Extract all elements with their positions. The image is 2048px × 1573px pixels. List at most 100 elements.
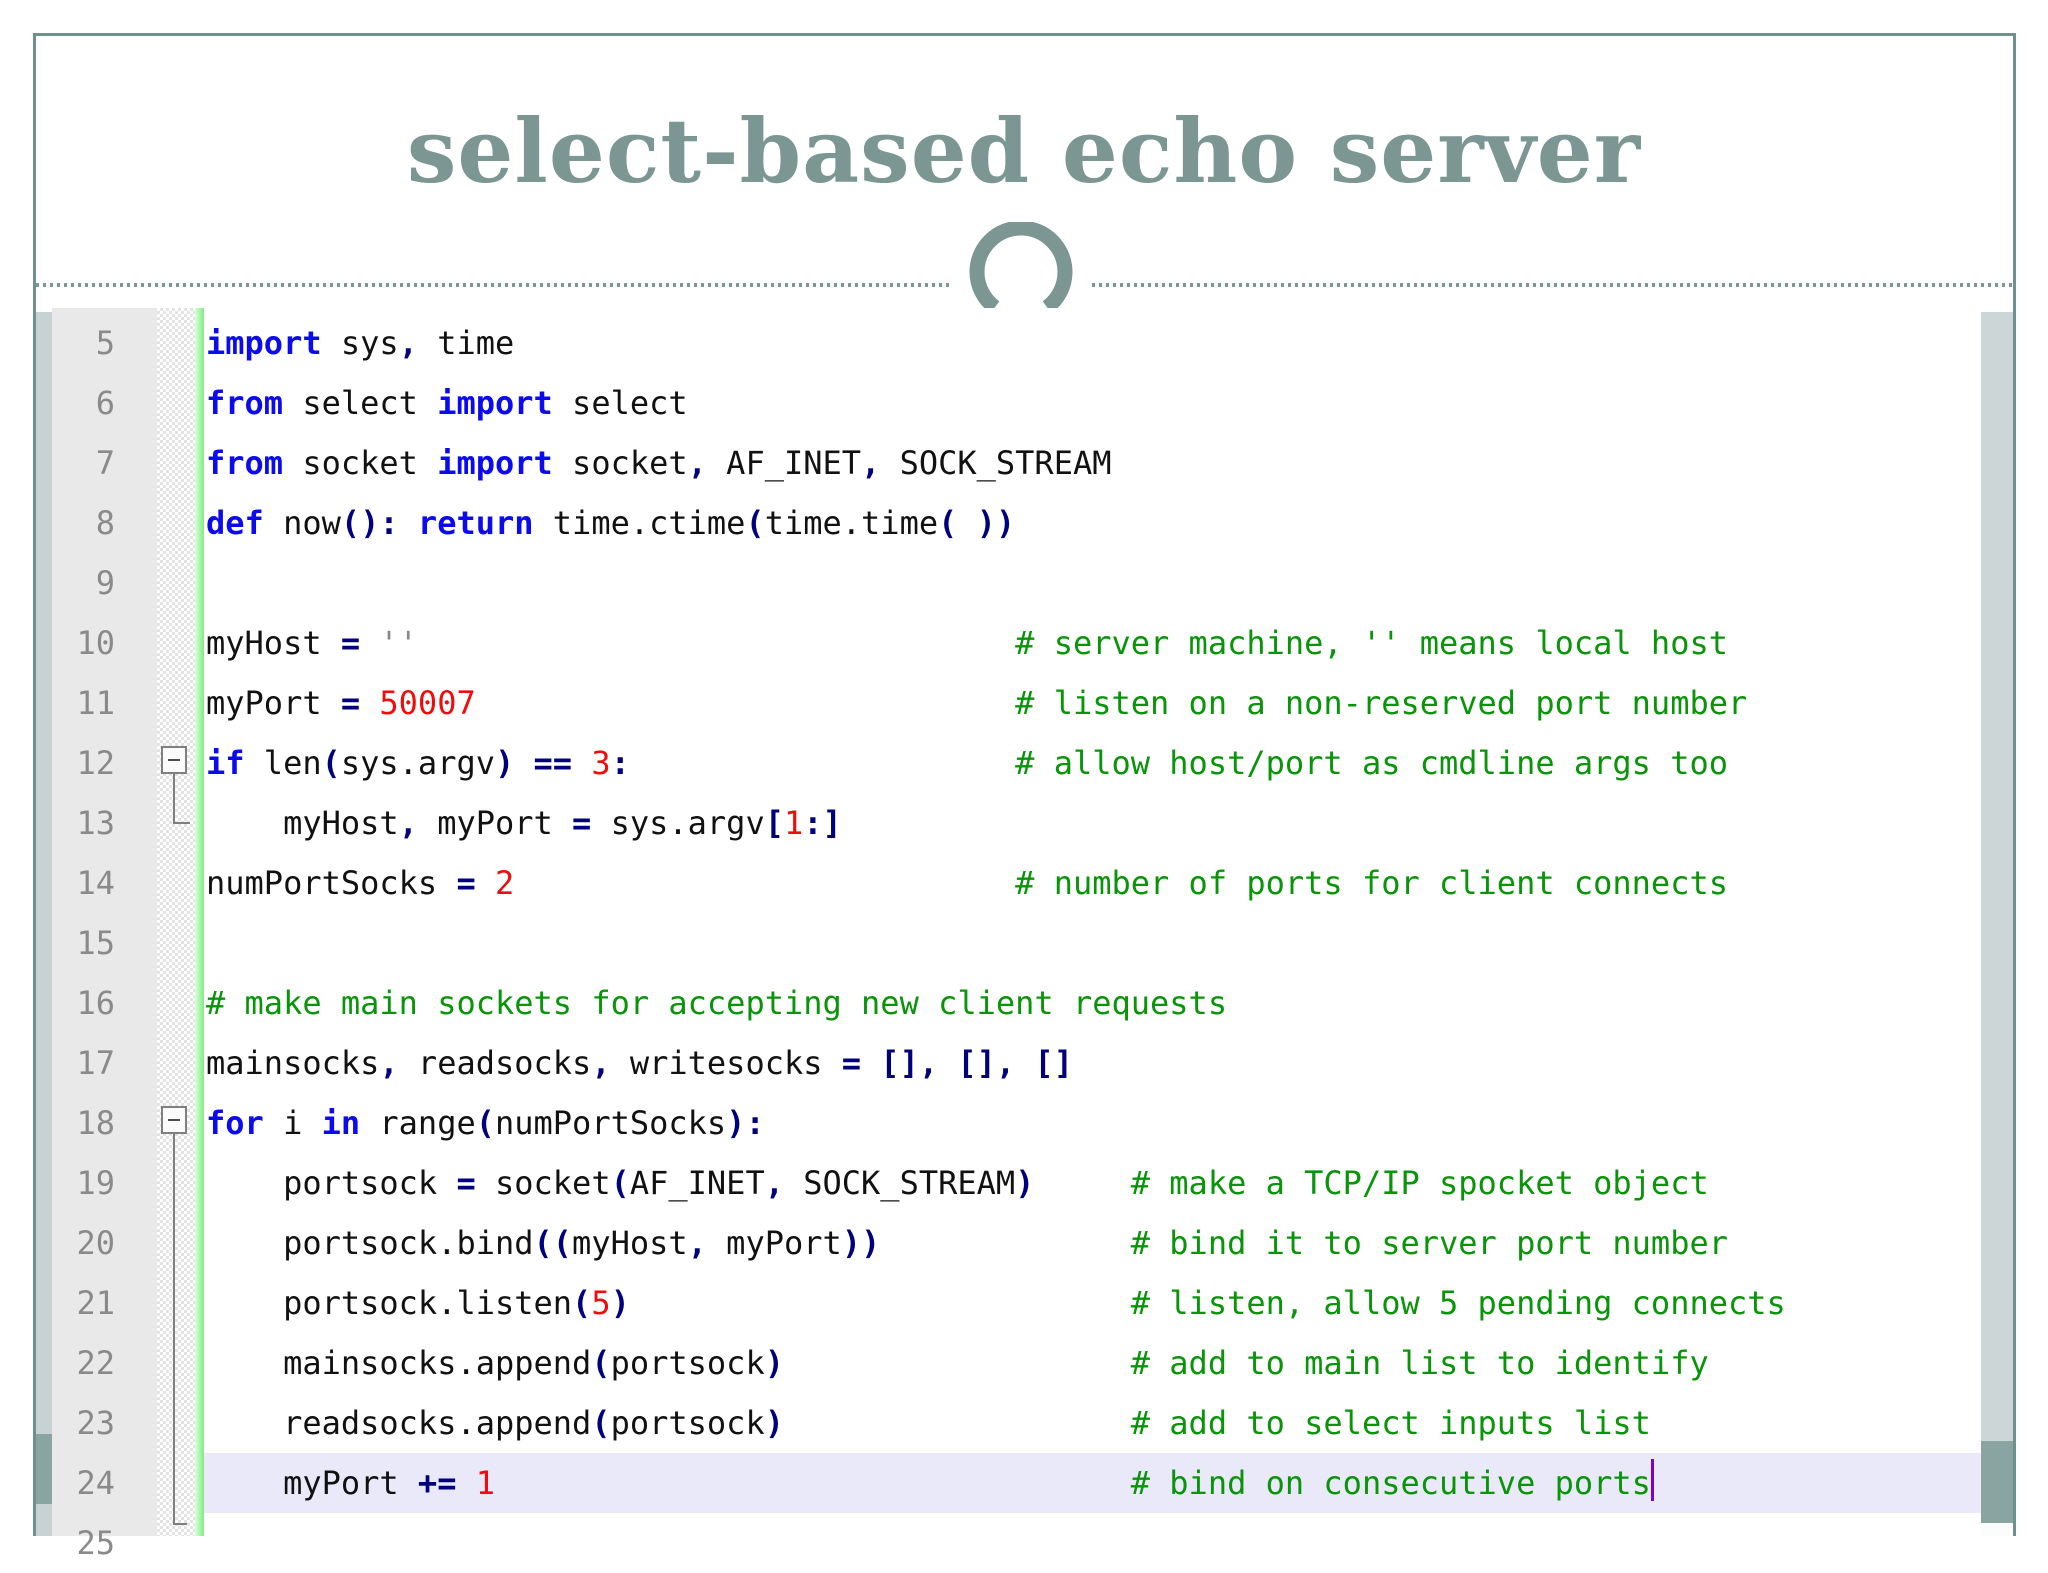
line-number-gutter — [52, 308, 157, 1536]
slide-border-right — [2013, 33, 2016, 1536]
token-op: ( — [610, 1164, 630, 1202]
token-pl: myPort — [706, 1224, 842, 1262]
slide-border-left — [33, 33, 36, 1536]
fold-minus-box[interactable] — [161, 746, 187, 774]
token-op: , — [398, 324, 418, 362]
token-op: ( — [321, 744, 341, 782]
code-text: myPort = 50007# listen on a non-reserved… — [206, 673, 1747, 733]
token-pl: myHost — [572, 1224, 688, 1262]
token-pl: myPort — [206, 684, 341, 722]
line-number: 17 — [76, 1044, 115, 1082]
code-line: 12 if len(sys.argv) == 3:# allow host/por… — [36, 733, 1981, 793]
token-num: 1 — [783, 804, 804, 842]
code-text: from socket import socket, AF_INET, SOCK… — [206, 433, 1111, 493]
token-pl: mainsocks — [206, 1044, 380, 1082]
token-kw: if — [206, 744, 245, 782]
inline-comment: # listen, allow 5 pending connects — [1130, 1284, 1786, 1322]
fold-guide-line — [157, 1333, 203, 1393]
token-pl: portsock.listen — [206, 1284, 573, 1322]
token-fn: now — [283, 504, 341, 542]
fold-guide-line — [157, 1453, 203, 1513]
dotted-divider-left — [36, 283, 953, 287]
left-scrollbar-thumb[interactable] — [36, 1434, 52, 1504]
token-op: ( — [475, 1104, 495, 1142]
fold-collapse-icon[interactable] — [157, 733, 203, 793]
inline-comment: # listen on a non-reserved port number — [1015, 684, 1748, 722]
token-kw: def — [206, 504, 264, 542]
line-number: 10 — [76, 624, 115, 662]
fold-guide-line — [157, 793, 203, 853]
code-line: 19 portsock = socket(AF_INET, SOCK_STREA… — [36, 1153, 1981, 1213]
line-number: 21 — [76, 1284, 115, 1322]
code-text: if len(sys.argv) == 3:# allow host/port … — [206, 733, 1728, 793]
code-text: import sys, time — [206, 313, 514, 373]
token-pl: portsock.bind — [206, 1224, 534, 1262]
token-op: , — [764, 1164, 784, 1202]
token-op: , — [861, 444, 881, 482]
token-kw: import — [437, 444, 553, 482]
token-op: , — [379, 1044, 399, 1082]
token-pl: len — [244, 744, 322, 782]
line-number: 9 — [95, 564, 115, 602]
token-pl — [360, 624, 379, 662]
code-line: 23 readsocks.append(portsock)# add to se… — [36, 1393, 1981, 1453]
token-pl: SOCK_STREAM — [880, 444, 1112, 482]
line-number: 14 — [76, 864, 115, 902]
code-line: 13 myHost, myPort = sys.argv[1:] — [36, 793, 1981, 853]
scrollbar-thumb[interactable] — [1981, 1441, 2013, 1523]
line-number: 22 — [76, 1344, 115, 1382]
inline-comment: # add to select inputs list — [1130, 1404, 1651, 1442]
token-op: [ — [764, 804, 784, 842]
code-text: myPort += 1# bind on consecutive ports — [206, 1453, 1654, 1513]
token-pl: socket — [475, 1164, 611, 1202]
vertical-scrollbar[interactable] — [1981, 312, 2013, 1536]
token-num: 2 — [494, 864, 515, 902]
fold-guide-line — [157, 1273, 203, 1333]
code-text: portsock = socket(AF_INET, SOCK_STREAM)#… — [206, 1153, 1709, 1213]
token-kw: import — [206, 324, 322, 362]
code-text: myHost, myPort = sys.argv[1:] — [206, 793, 842, 853]
token-op: , — [591, 1044, 611, 1082]
token-pl: mainsocks.append — [206, 1344, 592, 1382]
token-num: 3 — [591, 744, 611, 782]
token-op: ) — [1015, 1164, 1035, 1202]
code-line-current: 24 myPort += 1# bind on consecutive port… — [36, 1453, 1981, 1513]
token-pl — [476, 864, 495, 902]
token-op: ( — [591, 1344, 611, 1382]
fold-guide-line — [157, 1393, 203, 1453]
code-text: mainsocks.append(portsock)# add to main … — [206, 1333, 1709, 1393]
token-pl — [456, 1464, 475, 1502]
token-pl: socket — [552, 444, 688, 482]
token-kw: from — [206, 444, 284, 482]
token-pl — [861, 1044, 880, 1082]
token-num: 5 — [591, 1284, 611, 1322]
token-pl: AF_INET — [706, 444, 862, 482]
code-text: mainsocks, readsocks, writesocks = [], [… — [206, 1033, 1073, 1093]
token-op: , — [398, 804, 418, 842]
line-number: 18 — [76, 1104, 115, 1142]
token-op: : — [610, 744, 630, 782]
token-op: = — [841, 1044, 862, 1082]
token-pl: range — [360, 1104, 476, 1142]
slide-border-top — [33, 33, 2016, 36]
token-op: (( — [533, 1224, 573, 1262]
token-pl: sys — [321, 324, 399, 362]
token-kw: in — [321, 1104, 361, 1142]
token-pl: portsock — [610, 1404, 765, 1442]
token-pl — [572, 744, 591, 782]
code-line: 17 mainsocks, readsocks, writesocks = [],… — [36, 1033, 1981, 1093]
line-number: 12 — [76, 744, 115, 782]
fold-minus-box[interactable] — [161, 1106, 187, 1134]
minus-icon — [168, 1119, 180, 1121]
fold-collapse-icon[interactable] — [157, 1093, 203, 1153]
token-op: ) — [764, 1344, 784, 1382]
token-op: ) — [610, 1284, 630, 1322]
token-op: ( — [745, 504, 765, 542]
token-op: = — [456, 864, 476, 902]
inline-comment: # bind on consecutive ports — [1131, 1453, 1654, 1513]
token-pl: SOCK_STREAM — [783, 1164, 1016, 1202]
